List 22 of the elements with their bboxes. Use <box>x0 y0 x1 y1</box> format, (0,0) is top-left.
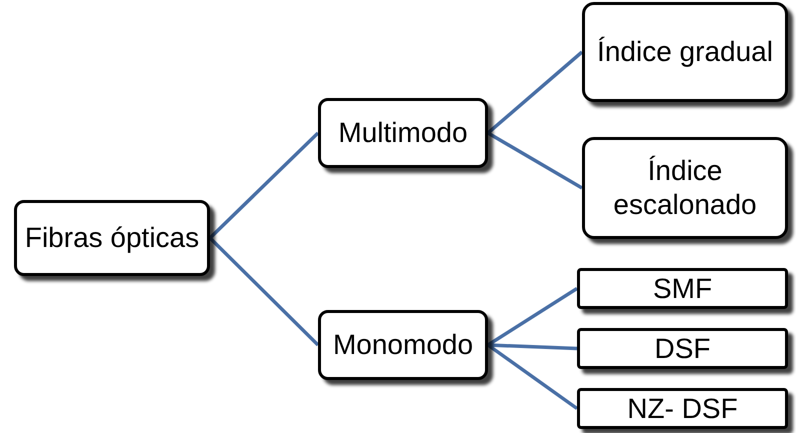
rounded-box <box>318 310 488 380</box>
rounded-box <box>577 268 788 309</box>
connector-line <box>486 50 584 134</box>
box-label: Fibras ópticas <box>24 221 200 255</box>
box-label: Índice escalonado <box>612 154 758 222</box>
box-label: Índice gradual <box>597 35 773 69</box>
connector-line <box>486 344 578 410</box>
connector-line <box>208 236 320 346</box>
rounded-box <box>582 2 788 102</box>
rounded-box <box>14 200 210 276</box>
box-label: NZ- DSF <box>627 392 738 426</box>
connector-line <box>208 132 320 240</box>
box-label: DSF <box>654 332 710 366</box>
box-label: Monomodo <box>332 328 474 362</box>
rounded-box <box>582 137 788 239</box>
connector-line <box>487 131 583 190</box>
rounded-box <box>577 388 788 429</box>
box-label: SMF <box>652 272 712 306</box>
rounded-box <box>577 328 788 369</box>
connector-line <box>487 287 578 346</box>
rounded-box <box>318 98 488 168</box>
box-label: Multimodo <box>338 116 468 150</box>
